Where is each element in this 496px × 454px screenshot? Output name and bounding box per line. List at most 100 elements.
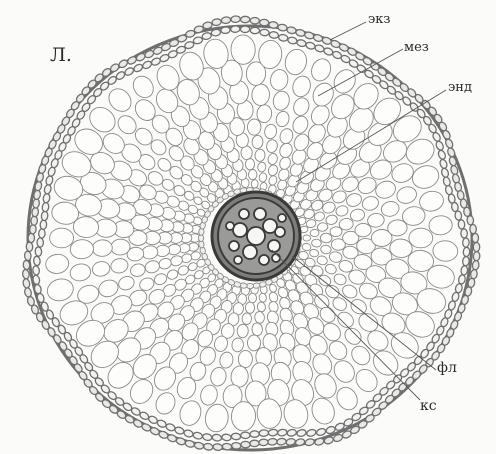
mesoderm-cell — [144, 259, 161, 275]
exodermis-cell — [212, 434, 222, 442]
mesoderm-cell — [373, 178, 398, 201]
exodermis-cell — [460, 265, 468, 275]
exodermis-cell — [314, 437, 325, 446]
mesoderm-cell — [316, 255, 329, 266]
exodermis-cell — [37, 238, 44, 247]
exodermis-cell — [40, 220, 47, 230]
mesoderm-cell — [265, 139, 278, 154]
exodermis-cell — [305, 41, 316, 50]
mesoderm-cell — [117, 274, 136, 292]
mesoderm-cell — [268, 175, 278, 186]
mesoderm-cell — [389, 160, 416, 185]
mesoderm-cell — [91, 260, 111, 278]
exodermis-cell — [296, 39, 306, 47]
exodermis-cell — [473, 251, 480, 261]
exodermis-cell — [463, 247, 470, 257]
exodermis-cell — [467, 215, 474, 225]
exodermis-cell — [304, 31, 315, 40]
label-endodermis: энд — [448, 80, 472, 95]
mesoderm-cell — [361, 195, 381, 213]
mesoderm-cell — [320, 245, 332, 255]
xylem-vessel — [268, 240, 280, 252]
exodermis-cell — [250, 440, 259, 447]
exodermis-cell — [455, 211, 462, 221]
mesoderm-cell — [248, 293, 256, 303]
exodermis-cell — [286, 26, 296, 34]
exodermis-cell — [202, 32, 212, 40]
mesoderm-cell — [92, 239, 113, 257]
mesoderm-cell — [153, 272, 169, 287]
mesoderm-cell — [258, 172, 267, 182]
mesoderm-cell — [166, 268, 180, 281]
exodermis-cell — [212, 18, 222, 26]
mesoderm-cell — [242, 313, 252, 325]
mesoderm-cell — [345, 191, 364, 208]
exodermis-cell — [314, 44, 325, 53]
mesoderm-cell — [96, 277, 120, 299]
exodermis-cell — [259, 430, 269, 437]
figure-letter: Л. — [50, 44, 72, 66]
exodermis-cell — [472, 233, 478, 242]
exodermis-cell — [194, 442, 204, 450]
label-xylem: кс — [420, 398, 437, 414]
exodermis-cell — [33, 256, 40, 266]
exodermis-cell — [473, 242, 480, 251]
mesoderm-cell — [109, 257, 129, 275]
exodermis-cell — [41, 211, 48, 221]
exodermis-cell — [463, 238, 470, 247]
mesoderm-cell — [317, 222, 329, 232]
exodermis-cell — [45, 175, 54, 186]
xylem-vessel — [233, 223, 247, 237]
exodermis-cell — [260, 29, 270, 36]
exodermis-cell — [22, 278, 30, 288]
mesoderm-cell — [263, 123, 277, 139]
label-phloem: фл — [437, 360, 457, 376]
exodermis-cell — [174, 426, 185, 435]
mesoderm-cell — [432, 240, 458, 262]
mesoderm-cell — [311, 239, 321, 248]
exodermis-cell — [268, 21, 278, 28]
exodermis-cell — [267, 438, 277, 445]
mesoderm-cell — [320, 233, 332, 243]
exodermis-cell — [193, 431, 203, 439]
exodermis-cell — [304, 438, 315, 447]
exodermis-cell — [202, 433, 212, 441]
mesoderm-cell — [278, 127, 295, 145]
mesoderm-cell — [257, 162, 266, 173]
exodermis-cell — [32, 265, 40, 275]
mesoderm-cell — [252, 135, 264, 149]
mesoderm-cell — [70, 239, 94, 260]
exodermis-cell — [43, 184, 51, 194]
exodermis-cell — [250, 17, 259, 24]
mesoderm-cell — [333, 384, 361, 414]
mesoderm-cell — [248, 169, 257, 180]
exodermis-cell — [278, 34, 288, 42]
xylem-vessel — [278, 214, 286, 222]
mesoderm-cell — [409, 228, 433, 248]
mesoderm-cell — [251, 179, 258, 188]
mesoderm-cell — [267, 164, 279, 177]
mesoderm-cell — [283, 47, 310, 77]
mesoderm-cell — [324, 263, 338, 276]
mesoderm-cell — [231, 401, 256, 431]
mesoderm-cell — [254, 311, 265, 324]
exodermis-cell — [23, 260, 31, 270]
exodermis-cell — [133, 63, 144, 73]
exodermis-cell — [30, 225, 37, 234]
label-mesoderm: мез — [404, 40, 429, 55]
exodermis-cell — [42, 193, 50, 203]
mesoderm-cell — [335, 204, 350, 217]
mesoderm-cell — [254, 149, 265, 162]
exodermis-cell — [24, 287, 32, 298]
exodermis-cell — [31, 216, 38, 226]
exodermis-cell — [306, 429, 317, 438]
mesoderm-cell — [45, 276, 76, 304]
mesoderm-cell — [199, 383, 220, 407]
exodermis-cell — [28, 233, 34, 242]
mesoderm-cell — [129, 262, 147, 278]
exodermis-cell — [439, 158, 448, 169]
exodermis-cell — [462, 256, 469, 266]
exodermis-cell — [142, 60, 153, 70]
exodermis-cell — [193, 36, 203, 44]
